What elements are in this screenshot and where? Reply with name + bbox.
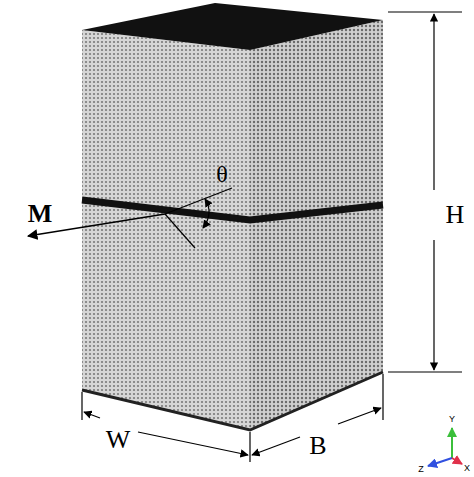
extension-line bbox=[249, 432, 250, 462]
extension-line bbox=[382, 374, 383, 420]
axis-label: X bbox=[464, 464, 470, 473]
moment-label: M bbox=[28, 201, 53, 227]
depth-label: B bbox=[309, 433, 326, 459]
dimension-line bbox=[84, 412, 100, 418]
width-label: W bbox=[106, 427, 131, 453]
bottom-edge bbox=[82, 372, 383, 430]
dimension-line bbox=[433, 240, 434, 370]
angle-line bbox=[165, 188, 232, 214]
top-face bbox=[82, 3, 383, 50]
angle-label: θ bbox=[216, 162, 228, 186]
z-axis bbox=[428, 458, 452, 466]
extension-line bbox=[388, 11, 462, 12]
dimension-line bbox=[433, 14, 434, 190]
extension-line bbox=[81, 392, 82, 420]
extension-line bbox=[388, 371, 462, 372]
y-axis bbox=[451, 428, 453, 458]
dimension-line bbox=[138, 432, 248, 455]
height-label: H bbox=[446, 202, 465, 228]
left-face bbox=[82, 30, 250, 430]
dimension-line bbox=[252, 437, 300, 455]
interface-band bbox=[82, 200, 383, 220]
angle-line bbox=[165, 214, 195, 248]
axis-label: Y bbox=[449, 415, 455, 424]
dimension-line bbox=[338, 408, 381, 424]
x-axis bbox=[452, 458, 462, 464]
axis-label: Z bbox=[418, 465, 424, 474]
angle-arc bbox=[203, 199, 209, 228]
right-face bbox=[250, 20, 383, 430]
